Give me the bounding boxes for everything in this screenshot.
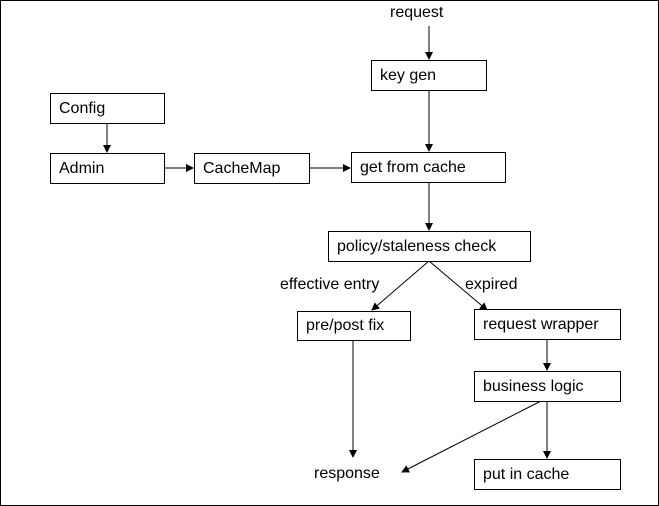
edge-policy-check-to-request-wrapper: [428, 260, 488, 311]
policy-check-node: policy/staleness check: [328, 231, 531, 262]
request-wrapper-node: request wrapper: [474, 309, 621, 340]
expired-label: expired: [465, 276, 518, 293]
edge-policy-check-to-pre-post-fix: [371, 260, 430, 311]
response-label: response: [314, 465, 380, 482]
cachemap-node: CacheMap: [194, 153, 310, 184]
key-gen-node: key gen: [371, 60, 487, 91]
edge-business-logic-to-response: [401, 400, 542, 473]
get-from-cache-node: get from cache: [351, 152, 506, 183]
business-logic-node: business logic: [474, 371, 621, 402]
effective-entry-label: effective entry: [280, 276, 380, 293]
config-node: Config: [50, 93, 165, 124]
pre-post-fix-node: pre/post fix: [297, 311, 411, 341]
admin-node: Admin: [50, 153, 165, 184]
put-in-cache-node: put in cache: [474, 459, 621, 490]
request-label: request: [390, 4, 444, 21]
